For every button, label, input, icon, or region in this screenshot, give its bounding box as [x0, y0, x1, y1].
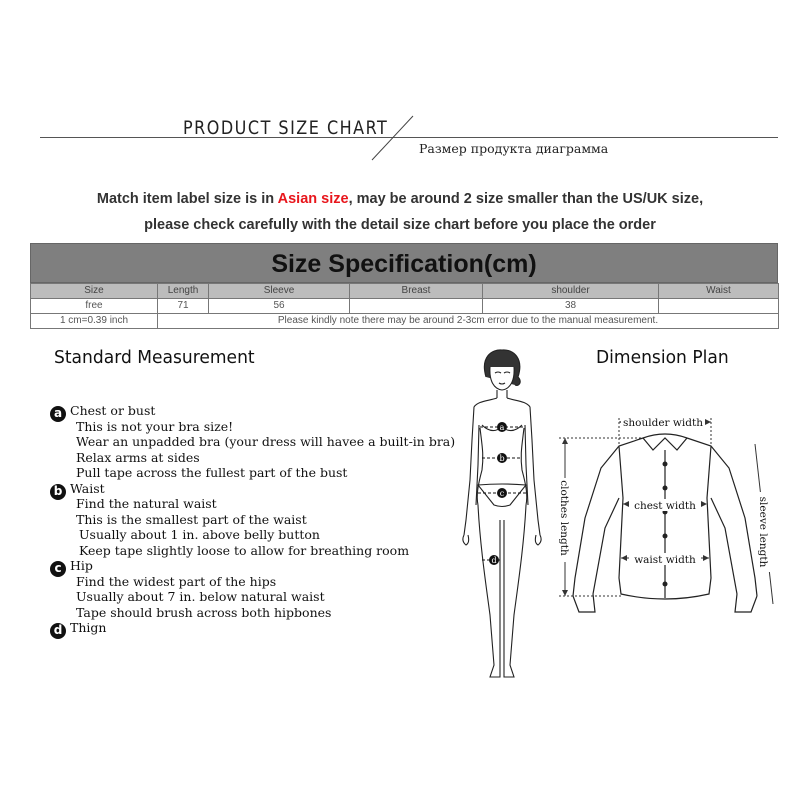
sleeve-length-label: sleeve length — [757, 497, 769, 568]
cell-shoulder: 38 — [482, 298, 659, 314]
figure-marker-c: c — [497, 488, 507, 498]
chart-subtitle-ru: Размер продукта диаграмма — [419, 141, 609, 156]
conversion-cell: 1 cm=0.39 inch — [30, 313, 158, 329]
header-rule — [40, 137, 778, 138]
list-item: Usually about 1 in. above belly button — [79, 527, 320, 542]
list-item: Pull tape across the fullest part of the… — [76, 465, 348, 480]
figure-marker-a: a — [497, 422, 507, 432]
list-item: Tape should brush across both hipbones — [76, 604, 332, 620]
list-item: Find the widest part of the hips — [76, 573, 277, 589]
cell-size: free — [30, 298, 158, 314]
shirt-dimension-diagram: shoulder width chest width waist width c… — [557, 416, 774, 613]
list-item: This is the smallest part of the waist — [76, 511, 307, 527]
col-shoulder: shoulder — [482, 283, 659, 299]
cell-breast — [349, 298, 483, 314]
header-slash — [371, 115, 414, 161]
badge-b: b — [50, 483, 66, 500]
figure-marker-d: d — [489, 555, 499, 565]
list-item: Relax arms at sides — [76, 449, 200, 465]
table-row: free 71 56 38 — [30, 298, 779, 314]
disclaimer-cell: Please kindly note there may be around 2… — [157, 313, 779, 329]
size-table-title: Size Specification(cm) — [30, 243, 778, 283]
badge-a: a — [50, 406, 66, 422]
size-notice-line1: Match item label size is in Asian size, … — [96, 191, 704, 207]
col-breast: Breast — [349, 283, 483, 299]
cell-length: 71 — [157, 298, 209, 314]
size-table-header-row: Size Length Sleeve Breast shoulder Waist — [30, 283, 779, 299]
chest-width-label: chest width — [634, 500, 696, 512]
list-item: Usually about 7 in. below natural waist — [76, 589, 325, 604]
figure-marker-b: b — [497, 453, 507, 463]
col-sleeve: Sleeve — [208, 283, 350, 299]
waist-width-label: waist width — [634, 554, 696, 566]
list-item: Keep tape slightly loose to allow for br… — [79, 542, 410, 558]
shoulder-width-label: shoulder width — [623, 417, 703, 429]
size-notice-line2: please check carefully with the detail s… — [144, 217, 656, 233]
badge-c: c — [50, 561, 66, 577]
clothes-length-label: clothes length — [558, 480, 570, 556]
standard-measurement-title: Standard Measurement — [54, 347, 255, 368]
table-row: 1 cm=0.39 inch Please kindly note there … — [30, 313, 779, 329]
svg-text:d: d — [491, 556, 496, 565]
cell-sleeve: 56 — [208, 298, 350, 314]
asian-size-highlight: Asian size — [277, 191, 349, 207]
badge-d: d — [50, 623, 66, 639]
cell-waist — [658, 298, 779, 314]
dimension-plan-title: Dimension Plan — [596, 347, 729, 368]
svg-text:c: c — [500, 489, 505, 498]
list-item: This is not your bra size! — [76, 418, 234, 434]
svg-text:b: b — [499, 454, 504, 463]
body-figure-illustration: a b c d — [462, 349, 542, 678]
col-length: Length — [157, 283, 209, 299]
list-item: Find the natural waist — [76, 496, 217, 511]
list-item: Wear an unpadded bra (your dress will ha… — [76, 434, 456, 449]
chart-title: PRODUCT SIZE CHART — [183, 116, 389, 139]
size-specification-table: Size Specification(cm) Size Length Sleev… — [30, 243, 779, 329]
svg-text:a: a — [500, 423, 505, 432]
col-waist: Waist — [658, 283, 779, 299]
col-size: Size — [30, 283, 158, 299]
